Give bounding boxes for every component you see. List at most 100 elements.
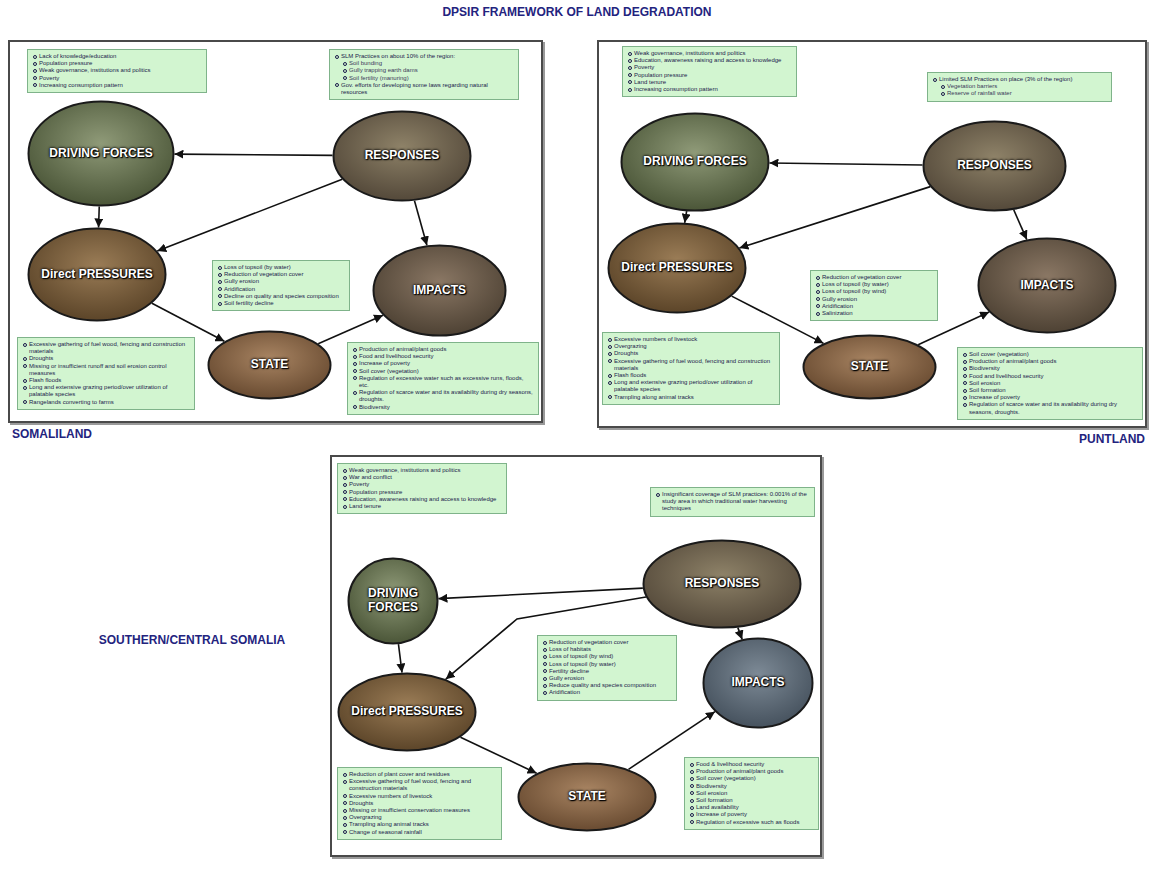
dpsir-ellipse: DRIVING FORCES <box>27 100 175 207</box>
bullet-text: Increase of poverty <box>962 394 1138 401</box>
bullet-text: Gully erosion <box>542 675 672 682</box>
ellipse-label-wrap: DRIVING FORCES <box>620 112 770 212</box>
ellipse-shape <box>644 541 801 628</box>
bullet-text: Vegetation barriers <box>940 83 1107 90</box>
bullet-text: Soil formation <box>689 797 814 804</box>
bullet-text: Reduction of vegetation cover <box>815 274 933 281</box>
bullet-text: Loss of topsoil (by wind) <box>815 288 933 295</box>
bullet-text: Rangelands converting to farms <box>22 399 190 406</box>
bullet-text: War and conflict <box>342 474 502 481</box>
info-box: Food & livelihood securityProduction of … <box>684 757 819 830</box>
ellipse-label: RESPONSES <box>365 149 440 163</box>
bullet-text: Trampling along animal tracks <box>342 821 497 828</box>
info-box: Excessive numbers of livestockOvergrazin… <box>602 332 780 405</box>
ellipse-shape <box>609 224 746 313</box>
bullet-text: Droughts <box>22 355 190 362</box>
bullet-text: Soil cover (vegetation) <box>352 368 534 375</box>
bullet-text: Biodiversity <box>689 783 814 790</box>
bullet-text: Increase of poverty <box>689 811 814 818</box>
info-box: Weak governance, institutions and politi… <box>622 46 797 97</box>
bullet-text: Excessive gathering of fuel wood, fencin… <box>342 778 497 792</box>
flow-arrow <box>174 154 332 155</box>
bullet-text: Biodiversity <box>962 365 1138 372</box>
ellipse-label: STATE <box>568 790 606 804</box>
bullet-text: Soil cover (vegetation) <box>689 775 814 782</box>
bullet-text: Excessive numbers of livestock <box>342 793 497 800</box>
info-box: Soil cover (vegetation)Production of ani… <box>957 347 1143 420</box>
bullet-text: Trampling along animal tracks <box>607 394 775 401</box>
ellipse-shape <box>804 336 936 399</box>
dpsir-ellipse: IMPACTS <box>702 637 814 729</box>
bullet-text: Increasing consumption pattern <box>32 82 202 89</box>
bullet-text: Regulation of excessive water such as ex… <box>352 375 534 389</box>
bullet-text: Salinization <box>815 310 933 317</box>
dpsir-ellipse: IMPACTS <box>372 244 507 337</box>
ellipse-label: STATE <box>251 358 289 372</box>
ellipse-label-wrap: RESPONSES <box>922 120 1067 212</box>
bullet-text: Biodiversity <box>352 404 534 411</box>
bullet-text: Missing or insufficient conservation mea… <box>342 807 497 814</box>
ellipse-label: Direct PRESSURES <box>41 268 152 282</box>
ellipse-label: STATE <box>851 360 889 374</box>
bullet-text: Land tenure <box>627 79 792 86</box>
flow-arrow <box>685 211 687 223</box>
bullet-text: Long and extensive grazing period/over u… <box>607 379 775 393</box>
bullet-text: Education, awareness raising and access … <box>342 496 502 503</box>
bullet-text: Population pressure <box>32 60 202 67</box>
ellipse-label-wrap: Direct PRESSURES <box>607 222 747 314</box>
ellipse-label-wrap: DRIVING FORCES <box>27 100 175 207</box>
bullet-text: Insignificant coverage of SLM practices:… <box>655 491 810 513</box>
ellipse-shape <box>924 122 1066 211</box>
bullet-text: Loss of topsoil (by water) <box>217 264 345 271</box>
ellipse-label-wrap: IMPACTS <box>977 237 1117 334</box>
bullet-text: SLM Practices on about 10% of the region… <box>334 53 514 60</box>
region-label: PUNTLAND <box>1079 432 1145 446</box>
bullet-text: Long and extensive grazing period/over u… <box>22 384 190 398</box>
bullet-text: Gully trapping earth dams <box>342 67 514 74</box>
region-label: SOUTHERN/CENTRAL SOMALIA <box>97 633 287 648</box>
ellipse-label: IMPACTS <box>1020 279 1073 293</box>
ellipse-label: RESPONSES <box>685 577 760 591</box>
ellipse-label-wrap: RESPONSES <box>332 110 472 202</box>
bullet-text: Weak governance, institutions and politi… <box>32 67 202 74</box>
info-box: Limited SLM Practices on place (3% of th… <box>927 72 1112 102</box>
ellipse-label: IMPACTS <box>731 676 784 690</box>
ellipse-label: Direct PRESSURES <box>351 705 462 719</box>
bullet-text: Loss of topsoil (by water) <box>542 661 672 668</box>
bullet-text: Land availability <box>689 804 814 811</box>
bullet-text: Soil bunding <box>342 60 514 67</box>
dpsir-ellipse: RESPONSES <box>642 539 802 629</box>
bullet-text: Change of seasonal rainfall <box>342 829 497 836</box>
flow-arrow <box>98 206 100 227</box>
bullet-text: Weak governance, institutions and politi… <box>342 467 502 474</box>
bullet-text: Increasing consumption pattern <box>627 86 792 93</box>
info-box: Reduction of vegetation coverLoss of top… <box>810 270 938 321</box>
bullet-text: Reduction of vegetation cover <box>217 271 345 278</box>
ellipse-label-wrap: STATE <box>207 330 332 400</box>
info-box: Excessive gathering of fuel wood, fencin… <box>17 337 195 410</box>
ellipse-label-wrap: IMPACTS <box>702 637 814 729</box>
region-label: SOMALILAND <box>12 427 92 441</box>
info-box: Loss of topsoil (by water)Reduction of v… <box>212 260 350 311</box>
bullet-text: Food & livelihood security <box>689 761 814 768</box>
bullet-text: Production of animal/plant goods <box>689 768 814 775</box>
dpsir-ellipse: STATE <box>802 334 937 400</box>
flow-arrow <box>318 315 383 343</box>
bullet-text: Food and livelihood security <box>962 373 1138 380</box>
dpsir-ellipse: Direct PRESSURES <box>337 672 477 752</box>
flow-arrow <box>769 163 922 165</box>
info-box: Reduction of vegetation coverLoss of hab… <box>537 635 677 701</box>
bullet-text: Soil erosion <box>689 790 814 797</box>
dpsir-ellipse: STATE <box>517 762 657 832</box>
bullet-text: Land tenure <box>342 503 502 510</box>
bullet-text: Flash floods <box>607 372 775 379</box>
ellipse-shape <box>334 112 471 201</box>
ellipse-shape <box>349 559 438 644</box>
dpsir-ellipse: Direct PRESSURES <box>607 222 747 314</box>
ellipse-label: DRIVING FORCES <box>49 147 152 161</box>
flow-arrow <box>398 644 402 672</box>
bullet-text: Gov. efforts for developing some laws re… <box>334 82 514 96</box>
flow-arrow <box>738 628 742 640</box>
bullet-text: Soil erosion <box>962 380 1138 387</box>
bullet-text: Regulation of excessive such as floods <box>689 819 814 826</box>
